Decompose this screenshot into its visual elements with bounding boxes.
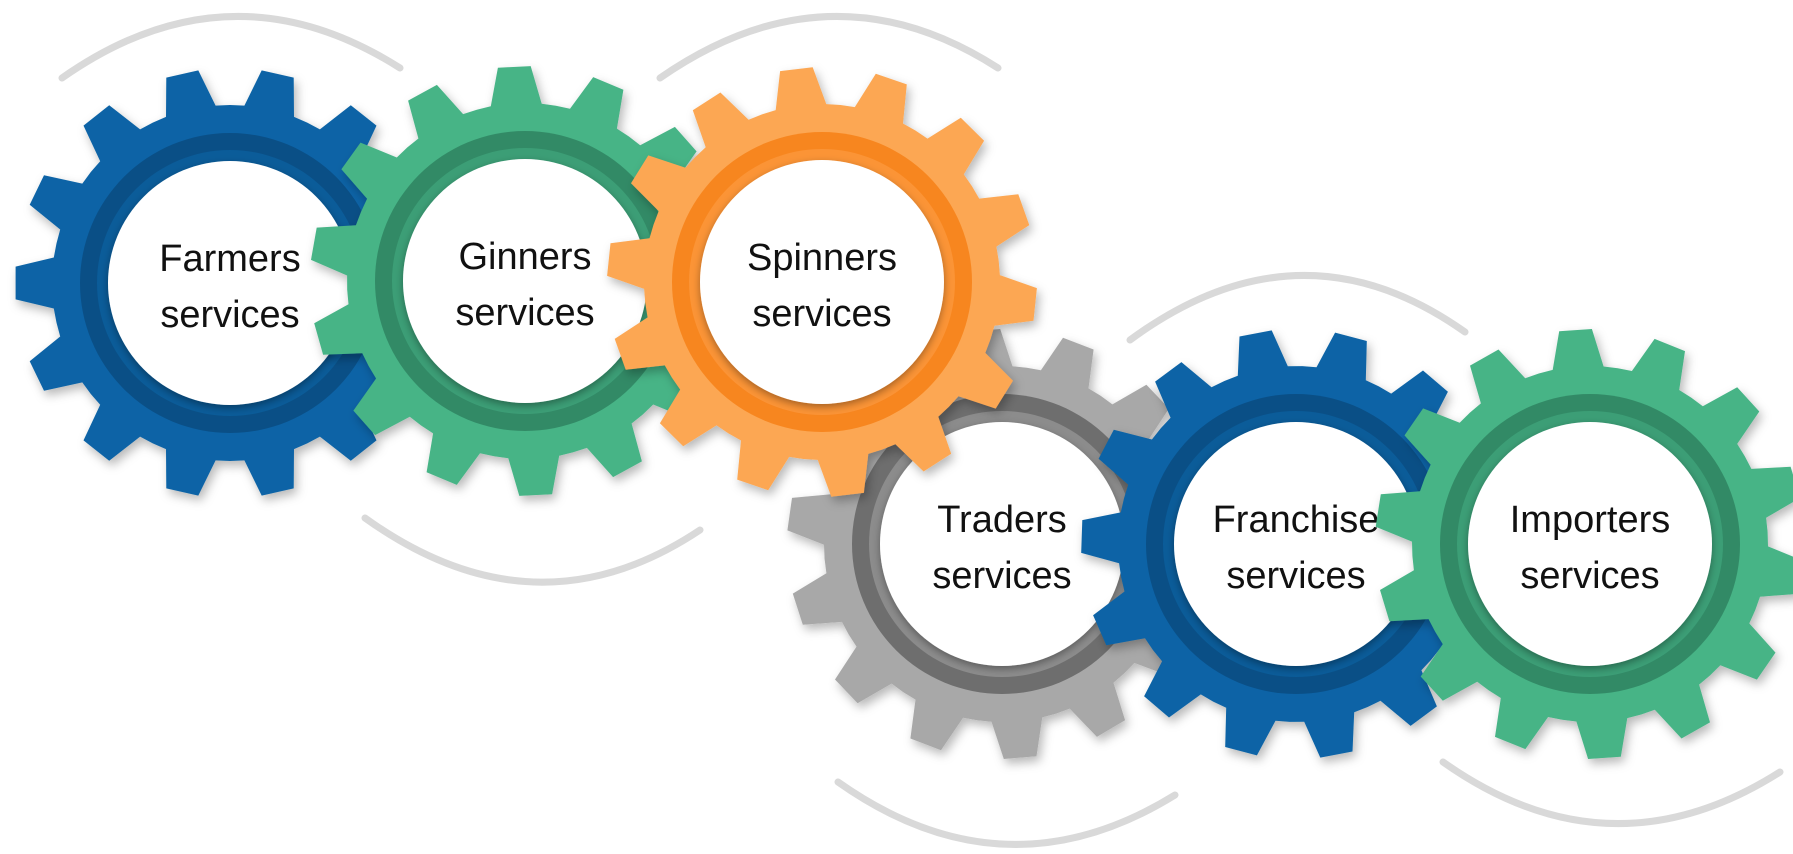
decorative-arcs	[58, 13, 1784, 848]
gear-hub	[1468, 422, 1712, 666]
gear-hub	[403, 159, 647, 403]
arc-spinners-top	[656, 13, 1002, 82]
gear-label-line1: Franchise	[1213, 499, 1380, 541]
gear-label-line2: services	[752, 293, 891, 335]
gear-spinners: Spinners services	[607, 67, 1037, 497]
arc-franchise-top	[1126, 272, 1469, 344]
gear-hub	[700, 160, 944, 404]
gear-label-line1: Importers	[1510, 499, 1670, 541]
gear-label-line1: Farmers	[159, 238, 300, 280]
gear-label-line1: Ginners	[458, 236, 591, 278]
arc-farmers-top	[58, 13, 404, 82]
gear-label-line2: services	[455, 292, 594, 334]
gear-label-line2: services	[1226, 555, 1365, 597]
gear-label-line2: services	[1520, 555, 1659, 597]
gear-hub	[1174, 422, 1418, 666]
gear-label-line2: services	[932, 555, 1071, 597]
gear-franchise: Franchise services	[1081, 330, 1511, 758]
gear-label-line1: Traders	[937, 499, 1067, 541]
gear-label-line1: Spinners	[747, 237, 897, 279]
gear-ginners: Ginners services	[311, 66, 739, 496]
arc-importers-bottom	[1439, 758, 1784, 827]
gear-label-line2: services	[160, 294, 299, 336]
gear-farmers: Farmers services	[15, 70, 445, 496]
gears-layer: Traders services Farmers services Ginners ser…	[15, 66, 1793, 759]
gear-importers: Importers services	[1375, 329, 1793, 759]
gear-hub	[880, 422, 1124, 666]
gear-hub	[108, 161, 352, 405]
arc-traders-bottom	[834, 778, 1179, 848]
arc-ginners-bottom	[361, 514, 704, 586]
